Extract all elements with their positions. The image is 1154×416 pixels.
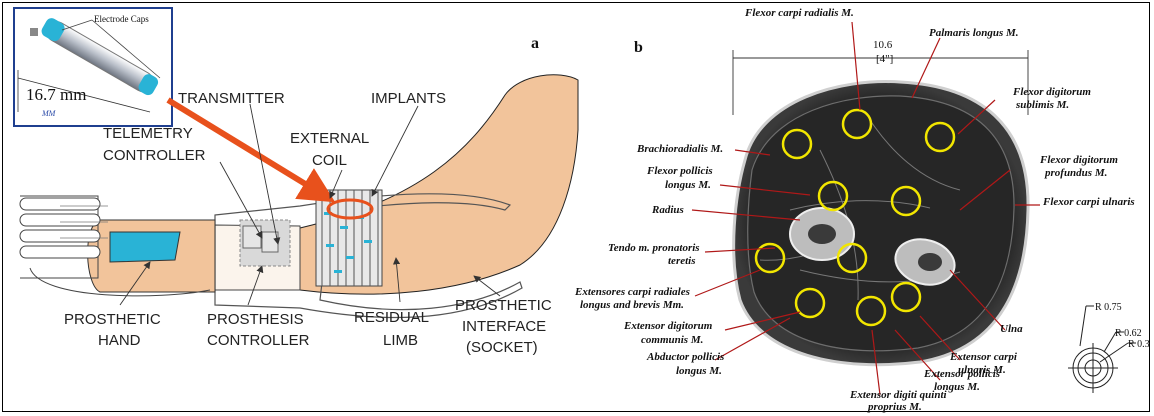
radius-075: R 0.75 xyxy=(1095,302,1122,313)
label-external-1: EXTERNAL xyxy=(290,130,369,147)
inset-logo: MM xyxy=(41,109,57,118)
label-fcr: Flexor carpi radialis M. xyxy=(744,7,854,19)
label-fdp-2: profundus M. xyxy=(1044,167,1107,179)
electrode-caps-label: Electrode Caps xyxy=(94,14,149,24)
label-telemetry-2: CONTROLLER xyxy=(103,147,206,164)
label-edq-1: Extensor digiti quinti xyxy=(849,389,948,401)
label-transmitter: TRANSMITTER xyxy=(178,90,285,107)
dimension-cm: 10.6 xyxy=(873,39,893,51)
dimension-inch: [4"] xyxy=(876,53,893,65)
label-hand-1: PROSTHETIC xyxy=(64,311,161,328)
label-edq-2: proprius M. xyxy=(867,401,922,413)
label-ulna: Ulna xyxy=(1000,323,1023,335)
label-ecr-1: Extensores carpi radiales xyxy=(574,286,690,298)
label-fpl-2: longus M. xyxy=(665,179,711,191)
label-interface-1: PROSTHETIC xyxy=(455,297,552,314)
label-fcu: Flexor carpi ulnaris xyxy=(1042,196,1135,208)
dimension-label: 16.7 mm xyxy=(26,85,86,104)
panel-a-letter: a xyxy=(531,35,539,52)
electrode-inset: Electrode Caps 16.7 mm MM xyxy=(14,8,172,126)
radius-03: R 0.3 xyxy=(1128,339,1150,350)
label-fds-2: sublimis M. xyxy=(1015,99,1069,111)
label-edc-2: communis M. xyxy=(641,334,703,346)
label-apl-2: longus M. xyxy=(676,365,722,377)
radius-062: R 0.62 xyxy=(1115,328,1142,339)
label-br: Brachioradialis M. xyxy=(636,143,723,155)
label-implants: IMPLANTS xyxy=(371,90,446,107)
label-ecu-1: Extensor carpi xyxy=(949,351,1018,363)
label-fds-1: Flexor digitorum xyxy=(1012,86,1091,98)
prosthetic-hand xyxy=(20,196,215,296)
label-limb-1: RESIDUAL xyxy=(354,309,429,326)
label-ecr-2: longus and brevis Mm. xyxy=(580,299,684,311)
label-edc-1: Extensor digitorum xyxy=(623,320,713,332)
label-fdp-1: Flexor digitorum xyxy=(1039,154,1118,166)
label-radius: Radius xyxy=(651,204,684,216)
label-tendo-2: teretis xyxy=(668,255,696,267)
label-external-2: COIL xyxy=(312,152,347,169)
label-hand-2: HAND xyxy=(98,332,141,349)
label-interface-3: (SOCKET) xyxy=(466,339,538,356)
label-pl: Palmaris longus M. xyxy=(929,27,1019,39)
external-coil xyxy=(316,190,382,286)
label-tendo-1: Tendo m. pronatoris xyxy=(608,242,700,254)
label-apl-1: Abductor pollicis xyxy=(646,351,724,363)
label-interface-2: INTERFACE xyxy=(462,318,546,335)
electrode-dimension-drawing xyxy=(1068,306,1136,393)
label-limb-2: LIMB xyxy=(383,332,418,349)
label-epl-1: Extensor pollicis xyxy=(923,368,1000,380)
label-controller-2: CONTROLLER xyxy=(207,332,310,349)
panel-b: b 10.6 [4"] xyxy=(574,7,1150,413)
label-telemetry-1: TELEMETRY xyxy=(103,125,193,142)
label-controller-1: PROSTHESIS xyxy=(207,311,304,328)
panel-a: Electrode Caps 16.7 mm MM a TRANSMITTER … xyxy=(14,8,578,356)
panel-b-letter: b xyxy=(634,39,643,56)
label-fpl-1: Flexor pollicis xyxy=(646,165,713,177)
